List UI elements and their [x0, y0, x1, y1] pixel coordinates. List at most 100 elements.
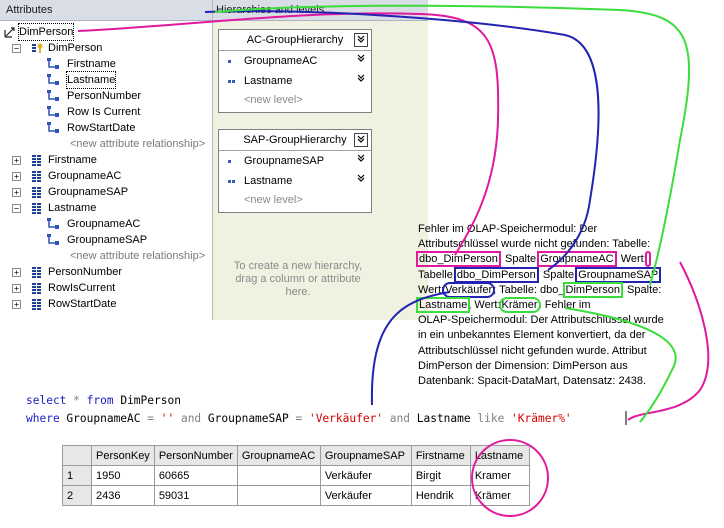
cell[interactable]: Krämer — [469, 485, 530, 506]
collapse-hierarchy-button[interactable] — [354, 33, 368, 47]
cell[interactable] — [236, 485, 321, 506]
sql-keyword: where — [26, 412, 60, 425]
expand-icon[interactable]: + — [12, 268, 21, 277]
sql-query[interactable]: select * from DimPerson where GroupnameA… — [26, 392, 572, 428]
table-row[interactable]: 2 2436 59031 Verkäufer Hendrik Krämer — [62, 485, 530, 506]
sql-string: 'Verkäufer' — [302, 412, 384, 425]
expand-icon[interactable]: + — [12, 172, 21, 181]
expand-icon[interactable]: + — [12, 284, 21, 293]
level-label: GroupnameAC — [244, 55, 318, 67]
sql-operator: = — [295, 412, 303, 425]
column-header[interactable]: Firstname — [410, 445, 471, 466]
error-text: , Spalte: — [620, 283, 662, 296]
results-grid[interactable]: PersonKey PersonNumber GroupnameAC Group… — [62, 445, 530, 506]
cell[interactable]: Kramer — [469, 465, 530, 486]
attribute-label: Lastname — [48, 202, 97, 214]
key-hierarchy-icon — [32, 43, 43, 53]
error-text: , Spalte: — [536, 268, 578, 281]
hint-line: here. — [285, 286, 311, 298]
attribute-label: RowIsCurrent — [48, 282, 116, 294]
sql-keyword: select — [26, 394, 67, 407]
sql-operator: and — [174, 412, 202, 425]
cell[interactable]: 1950 — [91, 465, 155, 486]
new-relationship-placeholder: <new attribute relationship> — [70, 250, 206, 262]
column-header[interactable]: PersonKey — [91, 445, 155, 466]
attribute-label: GroupnameSAP — [48, 186, 129, 198]
attribute-icon — [32, 171, 41, 182]
level-label: Lastname — [244, 75, 293, 87]
cell[interactable]: Birgit — [410, 465, 471, 486]
cell[interactable]: 59031 — [153, 485, 238, 506]
collapse-icon[interactable]: − — [12, 44, 21, 53]
attribute-label: GroupnameSAP — [67, 234, 148, 246]
double-chevron-icon — [357, 151, 365, 171]
expand-icon[interactable]: + — [12, 188, 21, 197]
error-line: Tabelle:dbo_DimPerson, Spalte:GroupnameS… — [418, 266, 700, 283]
expand-icon[interactable]: + — [12, 156, 21, 165]
sql-operator: like — [477, 412, 505, 425]
hint-line: drag a column or attribute — [235, 273, 361, 285]
double-chevron-icon — [357, 171, 365, 191]
attribute-relationship-icon — [47, 122, 59, 133]
error-line: in ein unbekanntes Element konvertiert, … — [418, 329, 646, 342]
hierarchy-level[interactable]: GroupnameSAP — [219, 151, 371, 171]
sql-line-2: where GroupnameAC = '' and GroupnameSAP … — [26, 410, 572, 428]
expand-icon[interactable]: + — [12, 300, 21, 309]
attribute-icon — [32, 187, 41, 198]
sql-operator: = — [147, 412, 154, 425]
level-icon — [228, 60, 231, 63]
attributes-header: Attributes — [0, 0, 212, 21]
column-header[interactable]: GroupnameSAP — [319, 445, 412, 466]
hierarchy-level[interactable]: Lastname — [219, 171, 371, 191]
attribute-relationship-icon — [47, 106, 59, 117]
error-line: Attributschlüssel wurde nicht gefunden: … — [418, 238, 651, 251]
collapse-icon[interactable]: − — [12, 204, 21, 213]
error-line: Fehler im OLAP-Speichermodul: Der — [418, 223, 598, 235]
hint-line: To create a new hierarchy, — [233, 260, 363, 272]
cell[interactable]: Verkäufer — [319, 465, 412, 486]
error-line: DimPerson der Dimension: DimPerson aus — [418, 359, 628, 372]
row-number: 2 — [62, 485, 92, 506]
highlight-column-3: Lastname — [415, 297, 471, 314]
collapse-hierarchy-button[interactable] — [354, 133, 368, 147]
error-message: Fehler im OLAP-Speichermodul: Der Attrib… — [415, 222, 700, 389]
error-text: , Wert: — [614, 253, 647, 266]
create-hierarchy-hint[interactable]: To create a new hierarchy, drag a column… — [223, 260, 373, 299]
hierarchy-level[interactable]: Lastname — [219, 71, 371, 91]
cell[interactable]: 60665 — [153, 465, 238, 486]
column-header[interactable]: Lastname — [469, 445, 530, 466]
attribute-icon — [32, 299, 41, 310]
attribute-relationship-icon — [47, 90, 59, 101]
highlight-column-2: GroupnameSAP — [575, 266, 662, 283]
row-number-header — [62, 445, 92, 466]
highlight-table-3: DimPerson — [562, 281, 623, 298]
hierarchy-box-ac[interactable]: AC-GroupHierarchy GroupnameAC Lastname <… — [218, 29, 372, 113]
table-row[interactable]: 1 1950 60665 Verkäufer Birgit Kramer — [62, 465, 530, 486]
hierarchy-box-sap[interactable]: SAP-GroupHierarchy GroupnameSAP Lastname… — [218, 129, 372, 213]
highlight-value-2: Verkäufer — [442, 281, 496, 298]
error-text: . Fehler im — [538, 299, 591, 312]
cell[interactable]: Verkäufer — [319, 485, 412, 506]
error-line: Datenbank: Spacit-DataMart, Datensatz: 2… — [418, 375, 647, 388]
attribute-label: PersonNumber — [48, 266, 122, 278]
attribute-label: DimPerson — [48, 42, 103, 54]
column-header[interactable]: GroupnameAC — [236, 445, 321, 466]
attribute-label: RowStartDate — [67, 122, 136, 134]
new-level-placeholder[interactable]: <new level> — [244, 194, 303, 206]
error-line: dbo_DimPerson, Spalte:GroupnameAC, Wert: — [416, 251, 700, 268]
cell[interactable]: 2436 — [91, 485, 155, 506]
attribute-icon — [32, 283, 41, 294]
highlight-table-1: dbo_DimPerson — [416, 251, 501, 268]
error-line: Attributschlüssel nicht gefunden wurde. … — [418, 344, 647, 357]
new-level-placeholder[interactable]: <new level> — [244, 94, 303, 106]
attribute-relationship-icon — [47, 218, 59, 229]
attribute-relationship-icon — [47, 74, 59, 85]
cell[interactable]: Hendrik — [410, 485, 471, 506]
cell[interactable] — [236, 465, 321, 486]
hierarchies-header: Hierarchies and levels — [213, 0, 428, 21]
sql-operator: * — [66, 394, 87, 407]
hierarchies-pane: Hierarchies and levels AC-GroupHierarchy… — [213, 0, 428, 320]
hierarchy-level[interactable]: GroupnameAC — [219, 51, 371, 71]
column-header[interactable]: PersonNumber — [153, 445, 238, 466]
